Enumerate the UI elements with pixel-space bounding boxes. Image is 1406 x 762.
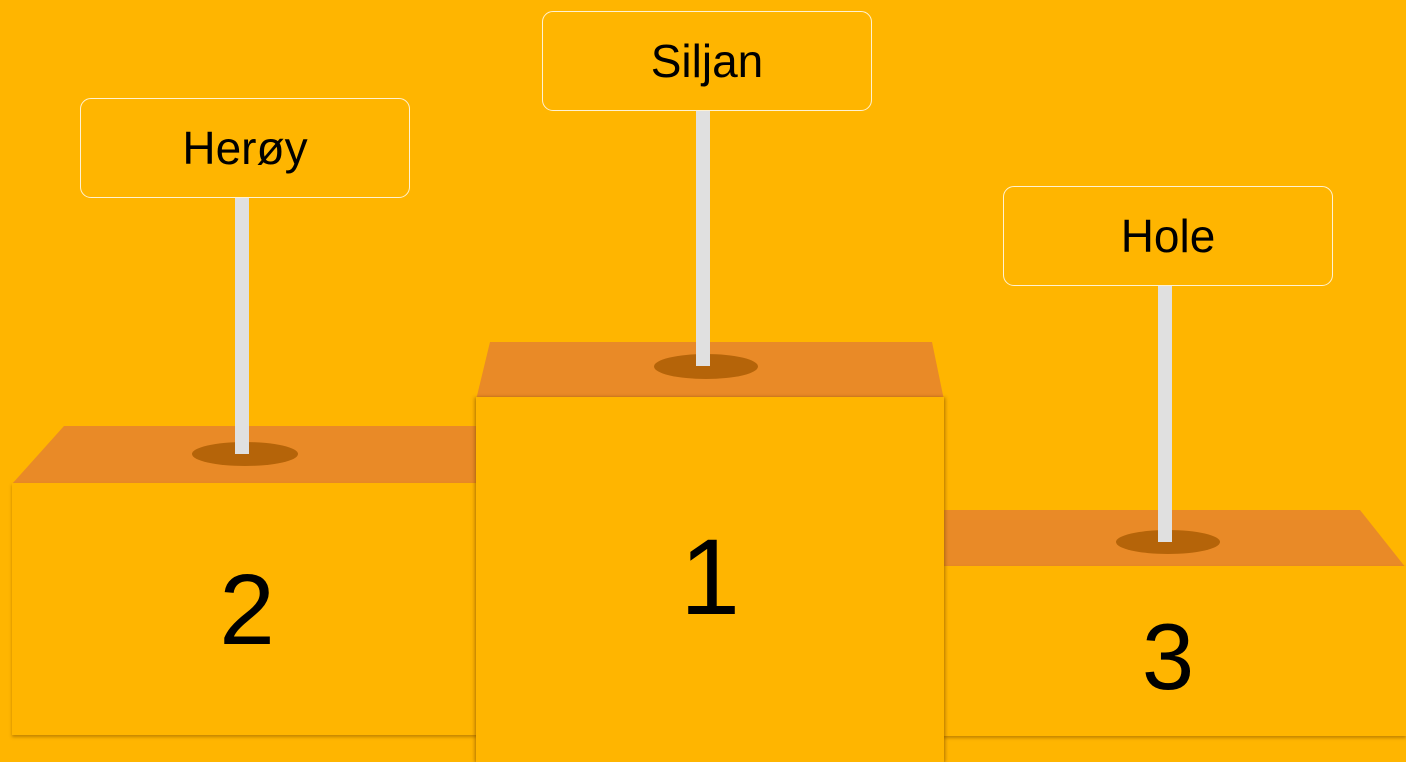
podium-third-pole xyxy=(1158,284,1172,542)
podium-third-name: Hole xyxy=(1121,209,1216,263)
podium-first-name: Siljan xyxy=(651,34,764,88)
podium-second-rank: 2 xyxy=(12,560,482,660)
podium-first-sign: Siljan xyxy=(542,11,872,111)
podium-second-pole xyxy=(235,196,249,454)
podium-first-pole xyxy=(696,108,710,366)
podium-first-front: 1 xyxy=(476,397,944,762)
podium-third-sign: Hole xyxy=(1003,186,1333,286)
podium-second-front: 2 xyxy=(12,483,482,735)
podium-second-name: Herøy xyxy=(182,121,307,175)
podium-third-rank: 3 xyxy=(930,610,1406,704)
podium-third-front: 3 xyxy=(930,566,1406,736)
podium-second-sign: Herøy xyxy=(80,98,410,198)
podium-first-rank: 1 xyxy=(476,523,944,631)
